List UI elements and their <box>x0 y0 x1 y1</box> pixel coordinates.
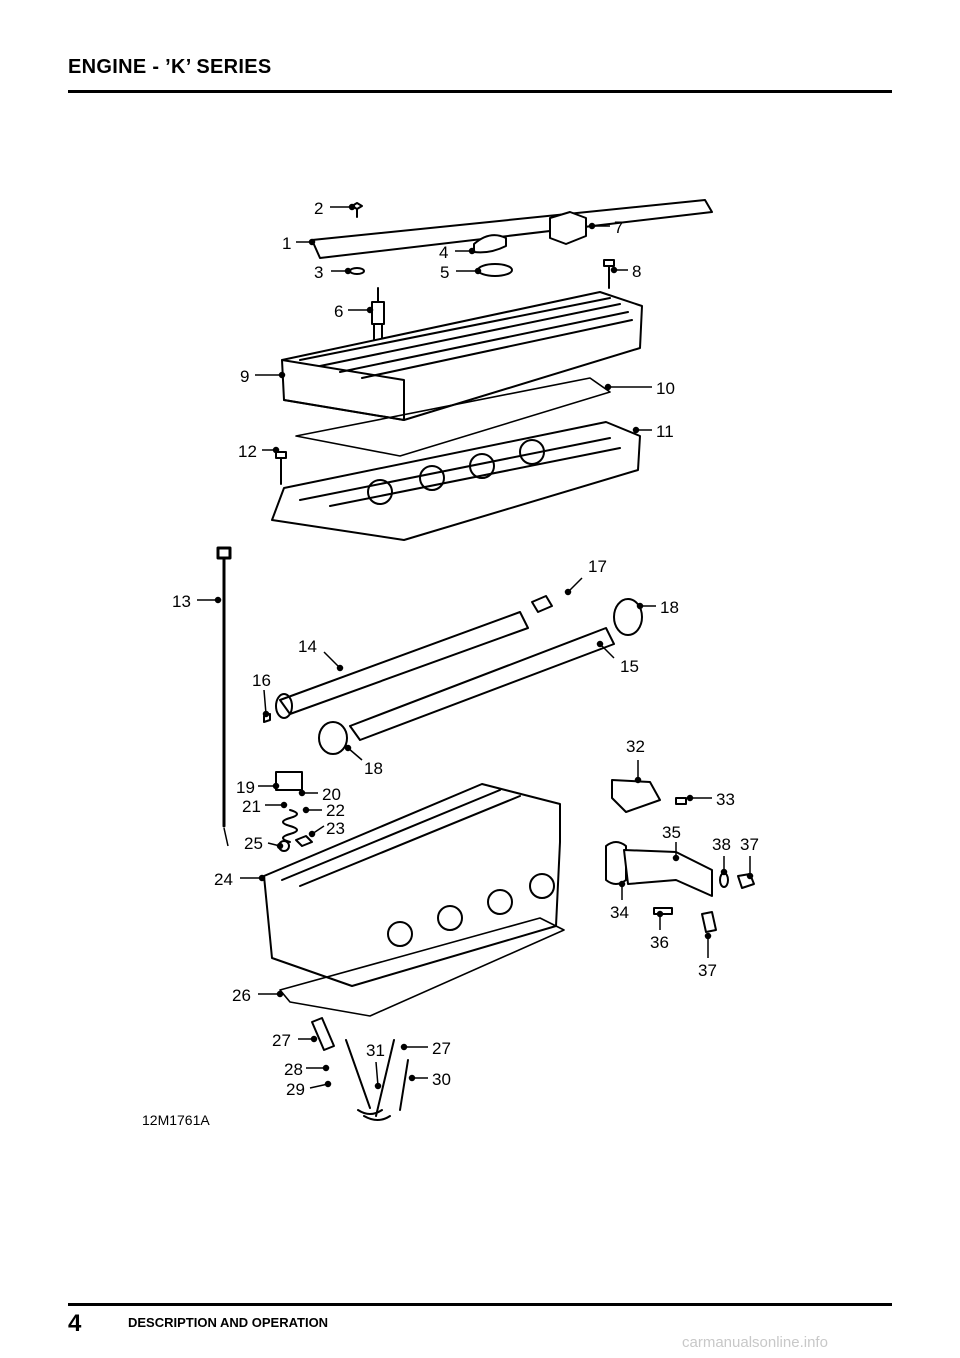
spring-seat <box>295 835 313 847</box>
callout-1: 1 <box>282 234 291 253</box>
temperature-gauge-sender <box>701 911 717 933</box>
camshaft-plug <box>531 595 553 613</box>
temperature-sensor <box>737 873 755 889</box>
callout-8: 8 <box>632 262 641 281</box>
callout-37-lower: 37 <box>698 961 717 980</box>
callout-10: 10 <box>656 379 675 398</box>
valve-guide <box>311 1017 335 1051</box>
callout-7: 7 <box>614 218 623 237</box>
callout-22: 22 <box>326 801 345 820</box>
callout-27-right: 27 <box>432 1039 451 1058</box>
callout-35: 35 <box>662 823 681 842</box>
callout-38: 38 <box>712 835 731 854</box>
cover-gasket <box>295 377 611 457</box>
cover-plate <box>311 199 713 259</box>
callout-21: 21 <box>242 797 261 816</box>
callout-4: 4 <box>439 243 448 262</box>
cylinder-head-gasket <box>279 917 565 1017</box>
tappet <box>275 771 303 791</box>
plate-screw <box>351 202 363 218</box>
callout-24: 24 <box>214 870 233 889</box>
page-number: 4 <box>68 1310 82 1337</box>
callout-25: 25 <box>244 834 263 853</box>
washer <box>349 267 365 275</box>
callout-36: 36 <box>650 933 669 952</box>
header-rule <box>68 90 892 93</box>
callout-11: 11 <box>656 422 674 441</box>
callout-2: 2 <box>314 199 323 218</box>
coolant-outlet-elbow <box>623 849 713 897</box>
callout-23: 23 <box>326 819 345 838</box>
camshaft-oil-seal-front <box>318 721 348 755</box>
breather-valve <box>549 211 587 245</box>
coolant-elbow-gasket <box>605 841 627 885</box>
callout-34: 34 <box>610 903 629 922</box>
callout-37-upper: 37 <box>740 835 759 854</box>
callout-29: 29 <box>286 1080 305 1099</box>
callout-12: 12 <box>238 442 257 461</box>
exhaust-camshaft <box>349 627 615 741</box>
callout-17: 17 <box>588 557 607 576</box>
callout-14: 14 <box>298 637 317 656</box>
elbow-bolt <box>653 907 673 915</box>
inlet-valve <box>363 1039 395 1121</box>
footer-section-title: DESCRIPTION AND OPERATION <box>128 1315 329 1330</box>
carrier-bolt <box>275 451 287 485</box>
page-title: ENGINE - ’K’ SERIES <box>68 56 272 78</box>
callout-31: 31 <box>366 1041 385 1060</box>
engine-lifting-bracket <box>611 779 661 813</box>
camshaft-oil-seal-rear <box>613 598 643 636</box>
callout-26: 26 <box>232 986 251 1005</box>
callout-33: 33 <box>716 790 735 809</box>
exhaust-valve <box>345 1039 383 1115</box>
footer-rule <box>68 1303 892 1306</box>
cylinder-head-bolt <box>216 546 232 828</box>
valve-oil-seal <box>399 1059 409 1111</box>
callout-18-rear: 18 <box>660 598 679 617</box>
callout-15: 15 <box>620 657 639 676</box>
cover-bolt <box>603 259 615 289</box>
callout-9: 9 <box>240 367 249 386</box>
cylinder-head <box>263 783 561 987</box>
figure-code: 12M1761A <box>142 1112 210 1128</box>
callout-13: 13 <box>172 592 191 611</box>
valve-spring <box>282 809 298 843</box>
callout-3: 3 <box>314 263 323 282</box>
filler-seal <box>477 263 513 277</box>
callout-30: 30 <box>432 1070 451 1089</box>
watermark: carmanualsonline.info <box>682 1334 828 1351</box>
callout-27-left: 27 <box>272 1031 291 1050</box>
callout-18-front: 18 <box>364 759 383 778</box>
callout-32: 32 <box>626 737 645 756</box>
inlet-camshaft <box>279 611 529 715</box>
callout-6: 6 <box>334 302 343 321</box>
callout-16: 16 <box>252 671 271 690</box>
callout-19: 19 <box>236 778 255 797</box>
callout-20: 20 <box>322 785 341 804</box>
callout-28: 28 <box>284 1060 303 1079</box>
oil-filler-cap <box>473 234 507 254</box>
callout-5: 5 <box>440 263 449 282</box>
bracket-bolt <box>675 797 687 805</box>
